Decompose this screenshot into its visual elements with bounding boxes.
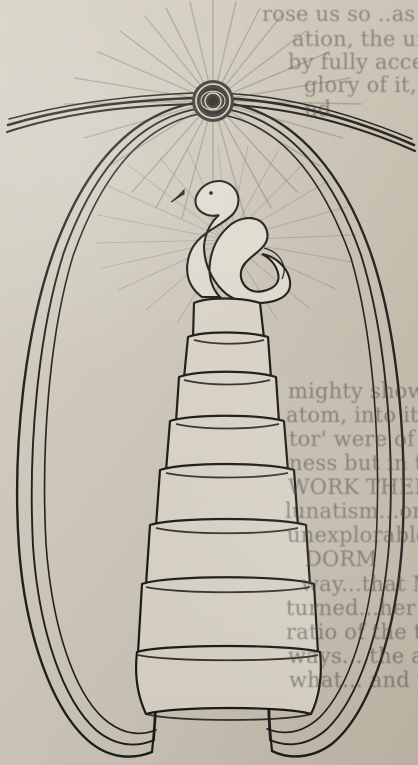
background-text-line-9: ness but in the alchemy o (289, 453, 418, 474)
background-text-line-1: rose us so ..as rate of ascen- (262, 4, 418, 25)
background-text-line-15: turned...her way up to (286, 598, 418, 619)
background-text-line-16: ratio of the tendency to flames, (286, 622, 418, 643)
swan (171, 181, 290, 303)
background-text-line-10: WORK THEI, with the (288, 477, 418, 498)
background-text-line-12: unexplorable... of the (287, 525, 418, 546)
background-text-line-8: tor' were of the Holy Spi (289, 429, 418, 450)
background-text-line-4: glory of it, ascend- (304, 75, 418, 96)
background-text-line-17: ways... the ascent of (288, 646, 418, 667)
background-text-line-18: what... and power that (289, 670, 418, 691)
background-text-line-5: nd (304, 99, 331, 120)
background-text-line-13: DORM (305, 549, 377, 570)
background-text-line-2: ation, the unity underlying (292, 29, 418, 50)
sun-orb (192, 80, 234, 122)
background-text-line-6: mighty shows transcende (288, 381, 418, 402)
background-text-line-14: way...that Merc (301, 574, 418, 595)
background-text-line-11: lunatism...ombination. Chov (285, 501, 418, 522)
background-text-line-7: atom, into its unthinkable de (286, 405, 418, 426)
background-text-line-3: by fully accepted the (288, 52, 418, 73)
